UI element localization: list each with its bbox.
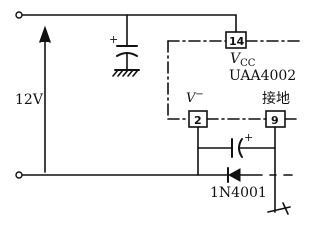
cap-bottom-polarity: + <box>244 131 253 144</box>
diode-part-number: 1N4001 <box>210 185 267 201</box>
pin-label-14: 14 <box>229 35 245 48</box>
vcc-label-main: V <box>230 51 242 67</box>
diode-symbol <box>227 168 241 182</box>
vminus-label: V− <box>186 89 204 106</box>
terminal-top <box>15 11 23 19</box>
ground-symbol-bottom <box>267 206 291 213</box>
vcc-label-sub: CC <box>240 58 256 69</box>
ic-part-number: UAA4002 <box>229 68 296 84</box>
vminus-label-main: V <box>186 91 197 106</box>
ground-label: 接地 <box>262 90 290 107</box>
pin-label-2: 2 <box>194 114 202 127</box>
voltage-arrowhead <box>39 25 51 43</box>
pin-label-9: 9 <box>271 114 279 127</box>
cap-top-polarity: + <box>109 33 118 46</box>
terminal-bottom <box>15 171 23 179</box>
voltage-label: 12V <box>15 92 44 108</box>
vcc-label: VCC <box>230 51 256 69</box>
vminus-label-sup: − <box>195 89 203 100</box>
pin-box-14 <box>225 31 247 49</box>
circuit-diagram: 12V + 14 2 9 VCC UAA4002 V− 接地 + 1N4001 <box>15 11 301 215</box>
